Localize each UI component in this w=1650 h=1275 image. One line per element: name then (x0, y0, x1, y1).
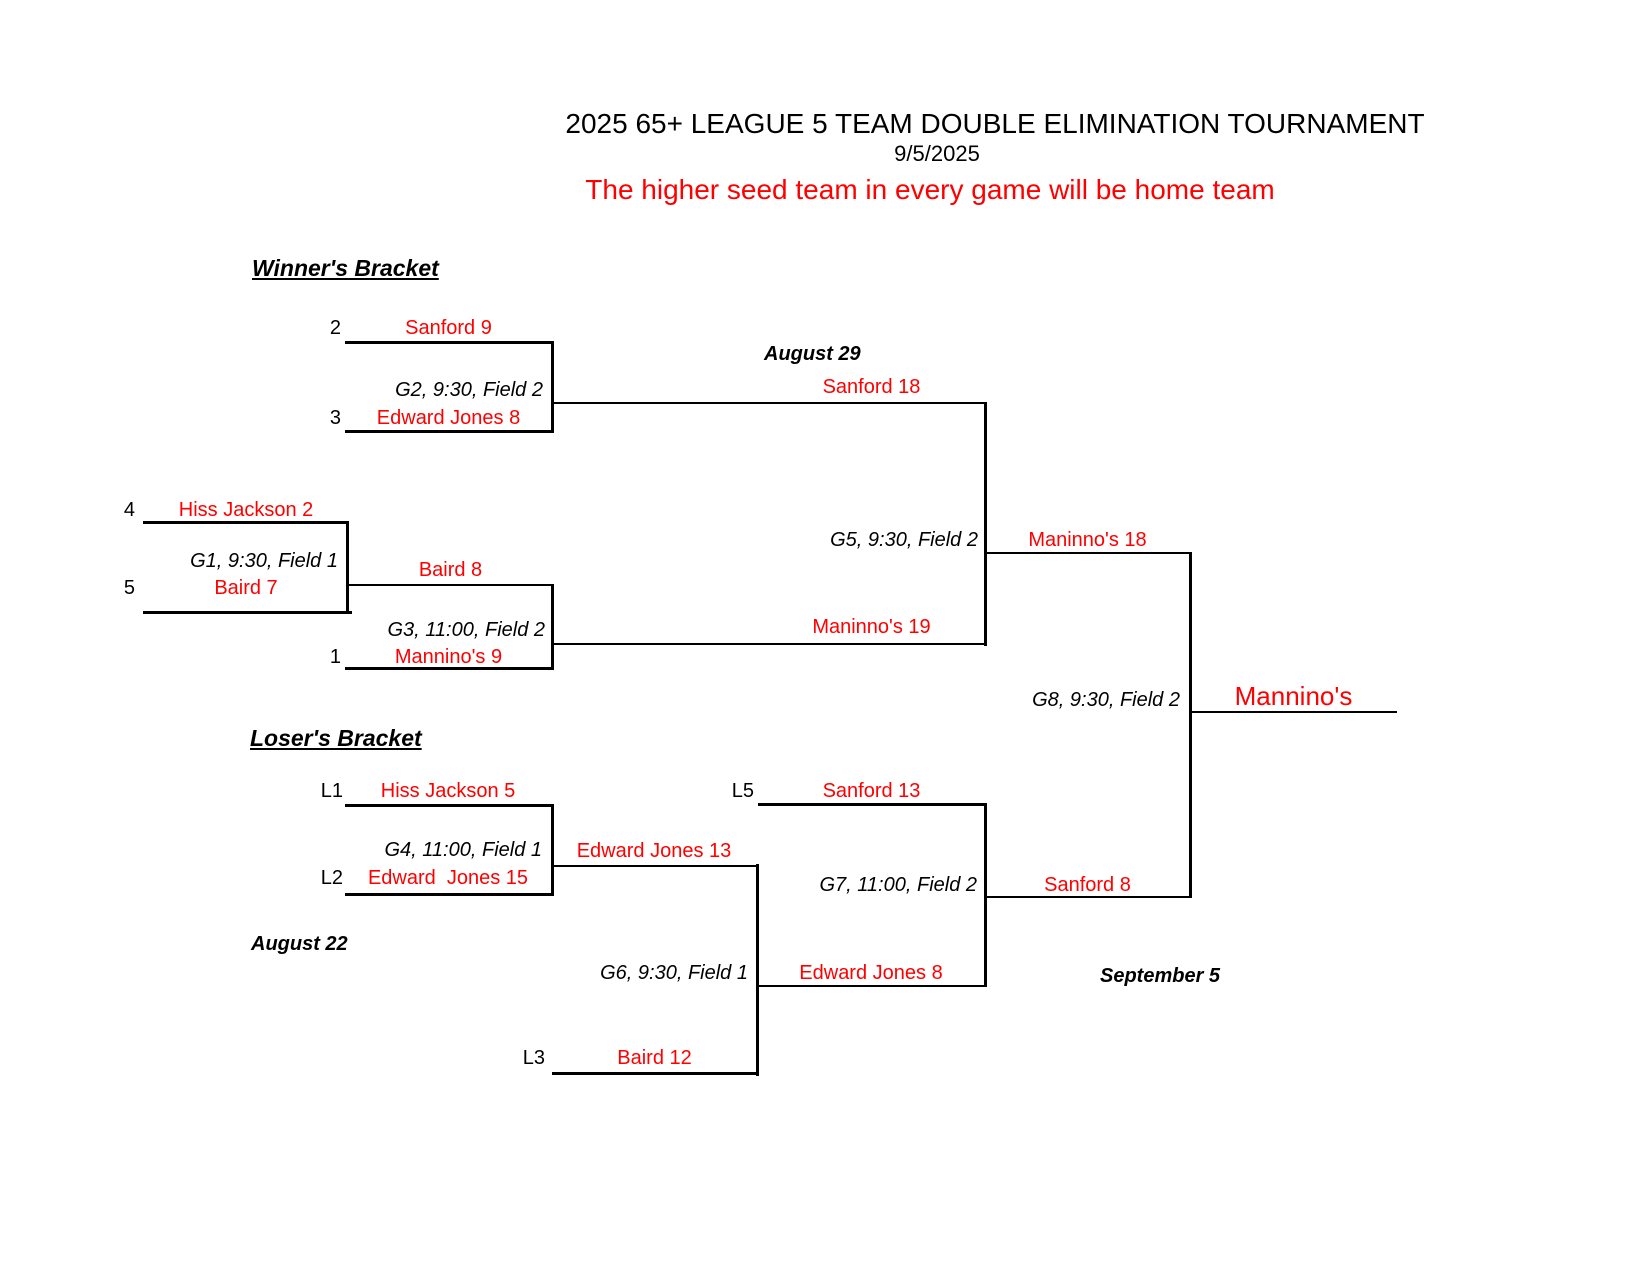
g7-top-team: Sanford 13 (822, 780, 921, 802)
g5-vertical (984, 402, 987, 646)
g4-top-seed: L1 (320, 780, 343, 802)
g4-label: G4, 11:00, Field 1 (384, 839, 543, 861)
page-title: 2025 65+ LEAGUE 5 TEAM DOUBLE ELIMINATIO… (565, 108, 1425, 139)
g3-vertical (551, 584, 554, 670)
august-29-label: August 29 (764, 343, 861, 365)
g1-bottom-line (143, 611, 352, 614)
g3-winner-line (554, 643, 985, 645)
g3-bottom-line (345, 667, 554, 670)
g1-vertical (346, 521, 349, 614)
g4-winner-line (554, 865, 757, 867)
g4-vertical (551, 804, 554, 896)
g1-bottom-team: Baird 7 (214, 577, 278, 599)
g4-top-line (345, 804, 551, 807)
september-5-label: September 5 (1100, 965, 1221, 987)
g4-winner: Edward Jones 13 (576, 840, 732, 862)
g6-winner-line (759, 985, 985, 987)
g2-top-team: Sanford 9 (405, 317, 492, 339)
g7-top-line (758, 803, 985, 806)
g2-winner: Sanford 18 (822, 376, 921, 398)
g4-bottom-team: Edward Jones 15 (367, 867, 529, 889)
g1-top-seed: 4 (123, 499, 135, 521)
g7-winner: Sanford 8 (1044, 874, 1131, 896)
g6-bottom-team: Baird 12 (617, 1047, 692, 1069)
g6-bottom-line (552, 1072, 759, 1075)
g8-vertical (1189, 552, 1192, 898)
g7-label: G7, 11:00, Field 2 (819, 874, 978, 896)
g8-label: G8, 9:30, Field 2 (1032, 689, 1180, 711)
g1-winner-line (349, 584, 552, 586)
g1-top-line (143, 521, 349, 524)
g6-bottom-seed: L3 (522, 1047, 545, 1069)
g2-top-seed: 2 (329, 317, 341, 339)
g3-bottom-team: Mannino's 9 (394, 646, 503, 668)
g6-label: G6, 9:30, Field 1 (600, 962, 748, 984)
g2-bottom-seed: 3 (329, 407, 341, 429)
tournament-date: 9/5/2025 (894, 141, 980, 166)
g2-winner-line (554, 402, 985, 404)
g5-winner-line (987, 552, 1190, 554)
g5-label: G5, 9:30, Field 2 (830, 529, 978, 551)
winners-bracket-heading: Winner's Bracket (252, 255, 439, 281)
champion-line (1192, 711, 1397, 713)
g2-vertical (551, 341, 554, 433)
g4-bottom-seed: L2 (320, 867, 343, 889)
g1-winner: Baird 8 (418, 559, 483, 581)
g1-label: G1, 9:30, Field 1 (190, 550, 338, 572)
g3-bottom-seed: 1 (329, 646, 341, 668)
g6-vertical (756, 864, 759, 1076)
losers-bracket-heading: Loser's Bracket (250, 725, 422, 751)
g5-winner: Maninno's 18 (1028, 529, 1147, 551)
g1-top-team: Hiss Jackson 2 (178, 499, 314, 521)
home-team-note: The higher seed team in every game will … (585, 174, 1275, 205)
g3-label: G3, 11:00, Field 2 (387, 619, 546, 641)
g4-bottom-line (345, 893, 554, 896)
g7-vertical (984, 803, 987, 987)
g7-winner-line (987, 896, 1190, 898)
august-22-label: August 22 (251, 933, 348, 955)
g2-top-line (345, 341, 552, 344)
g4-top-team: Hiss Jackson 5 (380, 780, 516, 802)
g1-bottom-seed: 5 (123, 577, 135, 599)
champion-team: Mannino's (1234, 681, 1353, 711)
g2-bottom-line (345, 430, 554, 433)
g7-top-seed: L5 (731, 780, 754, 802)
g2-label: G2, 9:30, Field 2 (395, 379, 543, 401)
g3-winner: Maninno's 19 (812, 616, 931, 638)
g6-winner: Edward Jones 8 (799, 962, 943, 984)
g2-bottom-team: Edward Jones 8 (376, 407, 521, 429)
